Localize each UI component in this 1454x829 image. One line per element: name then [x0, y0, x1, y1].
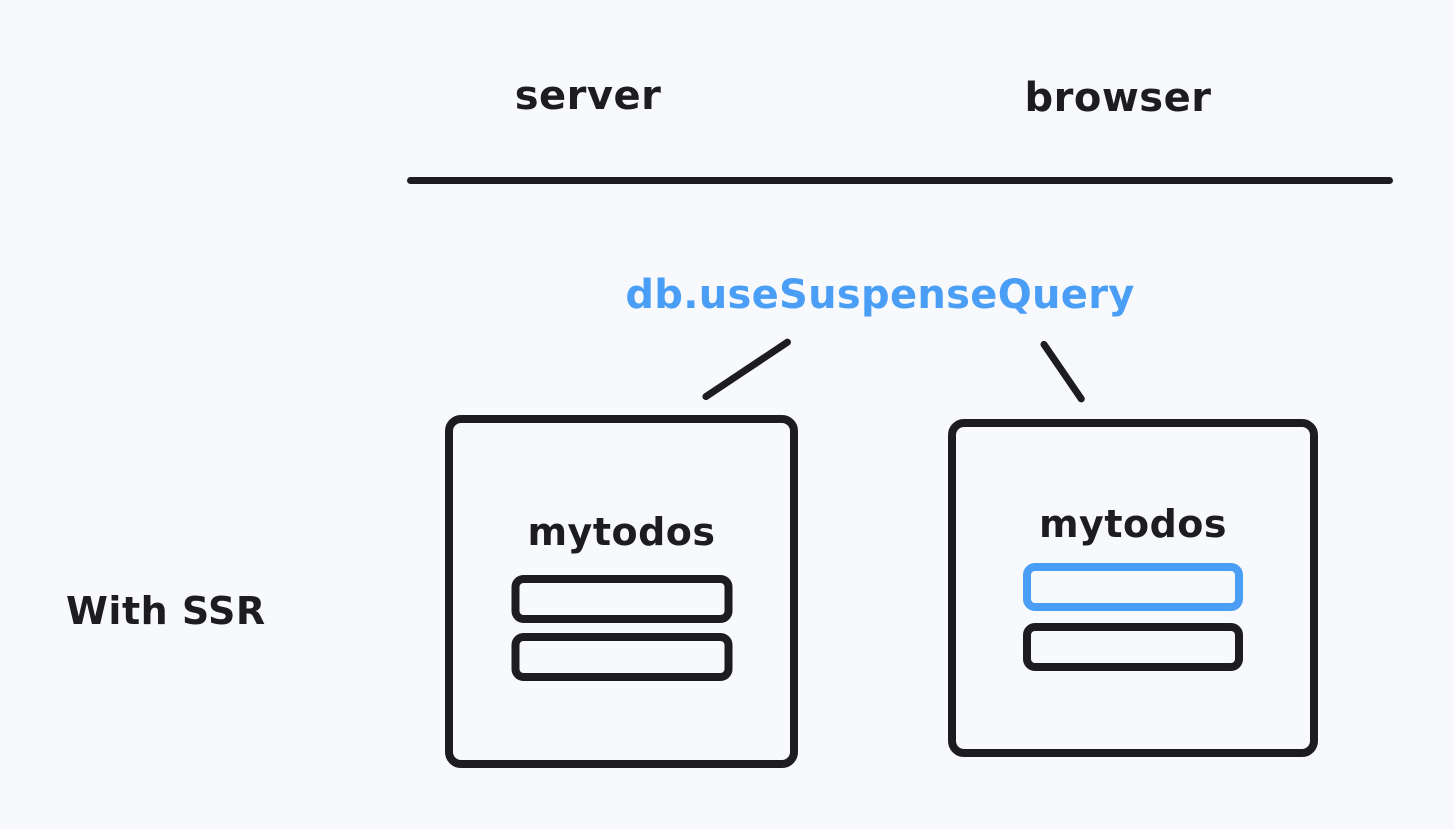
mode-label: With SSR	[66, 589, 266, 633]
api-call-label: db.useSuspenseQuery	[625, 272, 1135, 318]
server-todo-item-2	[511, 633, 732, 681]
leader-line-to-server	[701, 337, 793, 402]
leader-line-to-browser	[1039, 339, 1087, 404]
column-header-server: server	[514, 73, 662, 119]
browser-todo-list	[1023, 563, 1243, 671]
horizontal-divider-line	[407, 177, 1393, 184]
server-todo-item-1	[511, 575, 732, 623]
column-header-browser: browser	[1024, 75, 1212, 121]
browser-panel-title: mytodos	[1038, 502, 1228, 546]
browser-todo-item-1-highlighted	[1023, 563, 1243, 611]
server-todo-list	[511, 575, 732, 681]
browser-todo-item-2	[1023, 623, 1243, 671]
browser-panel: mytodos	[948, 419, 1318, 757]
server-panel-title: mytodos	[527, 510, 716, 554]
server-panel: mytodos	[445, 415, 798, 768]
